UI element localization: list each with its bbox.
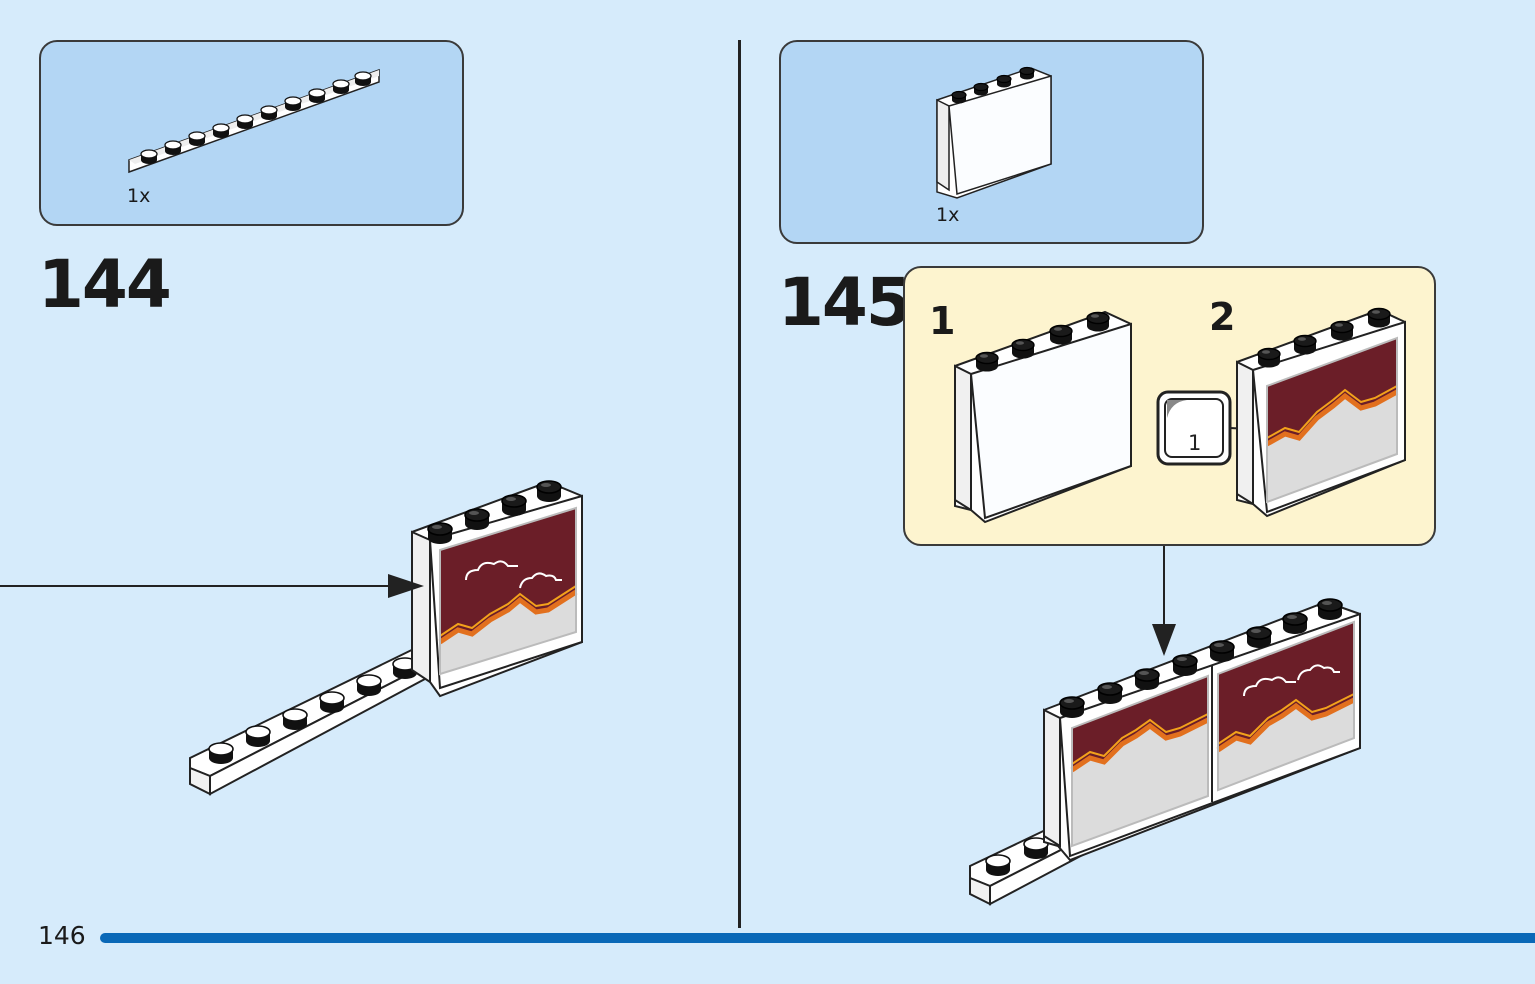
subassembly-illustration: 1 — [954, 307, 1406, 524]
substep-number: 1 — [929, 299, 956, 343]
part-quantity: 1x — [127, 185, 151, 207]
step-145-assembly-illustration — [969, 546, 1361, 906]
panel-sticker-mountains — [438, 506, 578, 676]
plate-1x10-white-icon — [128, 68, 380, 174]
parts-callout-step-145: 1x — [779, 40, 1204, 244]
progress-bar — [100, 933, 1535, 943]
step-number: 145 — [778, 264, 912, 341]
sticker-indicator[interactable] — [1156, 390, 1272, 466]
part-quantity: 1x — [936, 204, 960, 226]
panel-sticker-mountains — [1216, 620, 1356, 792]
subassembly-callout: 1 2 1 — [903, 266, 1436, 546]
panel-stickered — [1236, 307, 1406, 518]
step-number: 144 — [38, 246, 172, 323]
substep-number: 2 — [1209, 295, 1236, 339]
step-144-assembly-illustration — [0, 480, 583, 796]
placement-arrow — [0, 574, 424, 598]
parts-callout-step-144: 1x — [39, 40, 464, 226]
panel-1x4x3-white-icon — [936, 66, 1052, 199]
sticker-number: 1 — [1188, 431, 1201, 455]
page-number: 146 — [38, 921, 86, 950]
panel-sticker-mountains — [1070, 674, 1210, 848]
page-divider — [738, 40, 741, 928]
placement-arrow — [1152, 546, 1176, 656]
panel-white — [954, 310, 1132, 524]
